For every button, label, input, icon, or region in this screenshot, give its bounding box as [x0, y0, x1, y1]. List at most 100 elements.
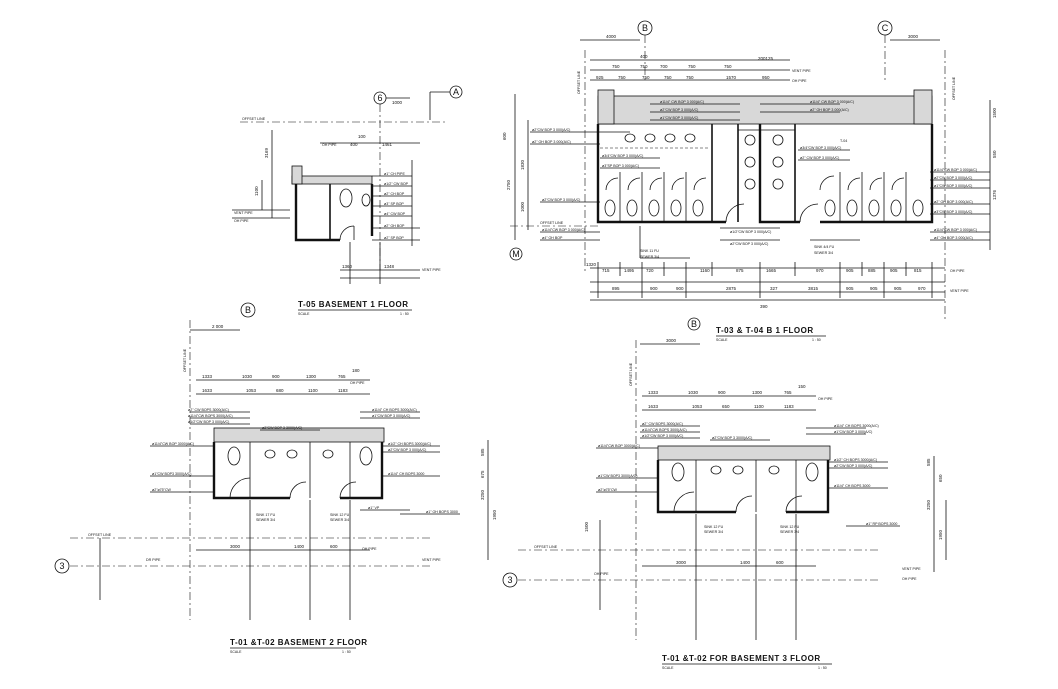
dim: 3000 [676, 560, 687, 565]
slab-hatch [597, 95, 933, 125]
dim: 1300 [306, 374, 317, 379]
svg-text:ø2"CW BOP 3 000(A/C): ø2"CW BOP 3 000(A/C) [730, 242, 768, 246]
svg-text:ø1"CW BOP 3 000(A/C): ø1"CW BOP 3 000(A/C) [834, 430, 872, 434]
label: OH PIPE [234, 219, 249, 223]
plan-t01-b2: B 3 2 000 OFFSET LINE 1333 1030 900 1300… [54, 302, 497, 654]
svg-text:ø1/2" CH BOPS 3000(A/C): ø1/2" CH BOPS 3000(A/C) [388, 442, 431, 446]
svg-text:ø2" OH BOP 3 000(A/C): ø2" OH BOP 3 000(A/C) [532, 140, 571, 144]
svg-text:ø1/2"CW BOP 3 000(A/C): ø1/2"CW BOP 3 000(A/C) [642, 434, 683, 438]
svg-text:SINK 12 FU: SINK 12 FU [704, 525, 724, 529]
wall [294, 184, 374, 242]
dim: 400 [350, 142, 358, 147]
dim: 600 [330, 544, 338, 549]
basin-icon [361, 193, 371, 207]
svg-text:ø2"CW BOP 3 000(A/C): ø2"CW BOP 3 000(A/C) [388, 448, 426, 452]
svg-text:ø11/4"CW BOPS 3000(A/C): ø11/4"CW BOPS 3000(A/C) [642, 428, 687, 432]
svg-text:ø11/4"CW BOP 3000(A/C): ø11/4"CW BOP 3000(A/C) [152, 442, 194, 446]
wall [212, 442, 384, 500]
dim: 1400 [294, 544, 305, 549]
svg-text:ø2"ø75"CW: ø2"ø75"CW [152, 488, 172, 492]
dim: 150 [798, 384, 806, 389]
dim: 1300 [752, 390, 763, 395]
svg-text:OFFSET LINE: OFFSET LINE [540, 221, 564, 225]
grid-label-b: B [245, 305, 251, 315]
dim: 585 [926, 458, 931, 466]
dim: 3815 [808, 286, 819, 291]
svg-text:ø2"ø75"CW: ø2"ø75"CW [598, 488, 618, 492]
label: OH PIPE [362, 547, 377, 551]
dim: 1100 [308, 388, 318, 393]
label: VENT PIPE [422, 268, 441, 272]
svg-text:SEWER 3/4: SEWER 3/4 [256, 518, 275, 522]
label: OH PIPE [594, 572, 609, 576]
label: OFFSET LINE [88, 533, 112, 537]
dim: 2875 [726, 286, 737, 291]
scale-label: SCALE [298, 312, 310, 316]
svg-text:ø4" CW BOP: ø4" CW BOP [384, 212, 406, 216]
svg-text:ø4" OH BOP 3 000(A/C): ø4" OH BOP 3 000(A/C) [934, 236, 973, 240]
svg-text:ø2" OH BOP 3 000(A/C): ø2" OH BOP 3 000(A/C) [934, 200, 973, 204]
svg-text:SEWER 3/4: SEWER 3/4 [330, 518, 349, 522]
svg-text:SINK 11 FU: SINK 11 FU [640, 249, 659, 253]
label: OH PIPE [818, 397, 833, 401]
svg-text:SCALE: SCALE [230, 650, 242, 654]
dim: 1053 [692, 404, 703, 409]
grid-bubble-3 [54, 558, 70, 574]
svg-text:ø2"CW BOP 3 000(A/C): ø2"CW BOP 3 000(A/C) [934, 176, 972, 180]
label: OFFSET LINE [242, 117, 266, 121]
svg-text:925: 925 [596, 75, 604, 80]
label: OH PIPE [792, 79, 807, 83]
label: OFFSET LINE [952, 76, 956, 100]
svg-text:ø2" CW BOPS 3000(A/C): ø2" CW BOPS 3000(A/C) [642, 422, 683, 426]
dim: 1830 [520, 159, 525, 170]
svg-text:B: B [691, 319, 697, 329]
dim: 1348 [384, 264, 395, 269]
dim: 1333 [648, 390, 659, 395]
dim: 585 [480, 448, 485, 456]
svg-text:ø11/4" CH BOPS 3000: ø11/4" CH BOPS 3000 [388, 472, 424, 476]
dim: 327 [770, 286, 778, 291]
svg-text:SINK 4/4 FU: SINK 4/4 FU [814, 245, 835, 249]
drawing-title: T-05 BASEMENT 1 FLOOR [298, 300, 409, 309]
dim: 1400 [740, 560, 751, 565]
svg-text:1500: 1500 [992, 107, 997, 118]
svg-text:750: 750 [688, 64, 696, 69]
dim: 1633 [648, 404, 659, 409]
svg-text:750: 750 [612, 64, 620, 69]
dim: 900 [676, 286, 684, 291]
slab-hatch [291, 175, 373, 185]
svg-text:ø1/2"CW BOP 3 000(A/C): ø1/2"CW BOP 3 000(A/C) [730, 230, 771, 234]
scale-value: 1 : 50 [400, 312, 409, 316]
svg-text:ø2" SP BOP: ø2" SP BOP [384, 236, 404, 240]
svg-text:ø1"CW BOP 3 000(A/C): ø1"CW BOP 3 000(A/C) [372, 414, 410, 418]
dim: 1160 [700, 268, 710, 273]
label: OFFSET LINE [534, 545, 558, 549]
dim: 650 [938, 474, 943, 482]
dim: 1320 [586, 262, 597, 267]
svg-text:ø11/4"CW BOP 3 000(A/C): ø11/4"CW BOP 3 000(A/C) [934, 168, 977, 172]
svg-text:SEWER 3/4: SEWER 3/4 [814, 251, 833, 255]
grid-label-3: 3 [507, 575, 512, 585]
svg-text:SCALE: SCALE [662, 666, 674, 670]
dim: 750 [724, 64, 732, 69]
grid-bubble-b [240, 302, 256, 318]
dim: 1665 [766, 268, 777, 273]
svg-text:1376: 1376 [992, 189, 997, 200]
svg-text:ø2"CW BOP 3 000(A/C): ø2"CW BOP 3 000(A/C) [660, 108, 698, 112]
svg-text:SEWER 3/4: SEWER 3/4 [704, 530, 723, 534]
dim: 900 [650, 286, 658, 291]
svg-text:SEWER 3/4: SEWER 3/4 [640, 255, 659, 259]
svg-text:750: 750 [640, 64, 648, 69]
label: VENT PIPE [792, 69, 811, 73]
grid-bubble-m [509, 247, 523, 261]
plan-t01-b3: 3 OFFSET LINE 3000 1333 1030 900 1300 76… [502, 338, 947, 670]
dim: 600 [502, 132, 507, 140]
dim: 1950 [938, 529, 943, 540]
grid-label-m: M [512, 249, 520, 259]
dim: 1053 [246, 388, 257, 393]
svg-text:ø11/4" CH BOPS 3000(A/C): ø11/4" CH BOPS 3000(A/C) [834, 424, 879, 428]
svg-text:ø2" OH BOP: ø2" OH BOP [384, 224, 405, 228]
drawing-title: T-01 &T-02 FOR BASEMENT 3 FLOOR [662, 654, 821, 663]
svg-text:750: 750 [618, 75, 626, 80]
